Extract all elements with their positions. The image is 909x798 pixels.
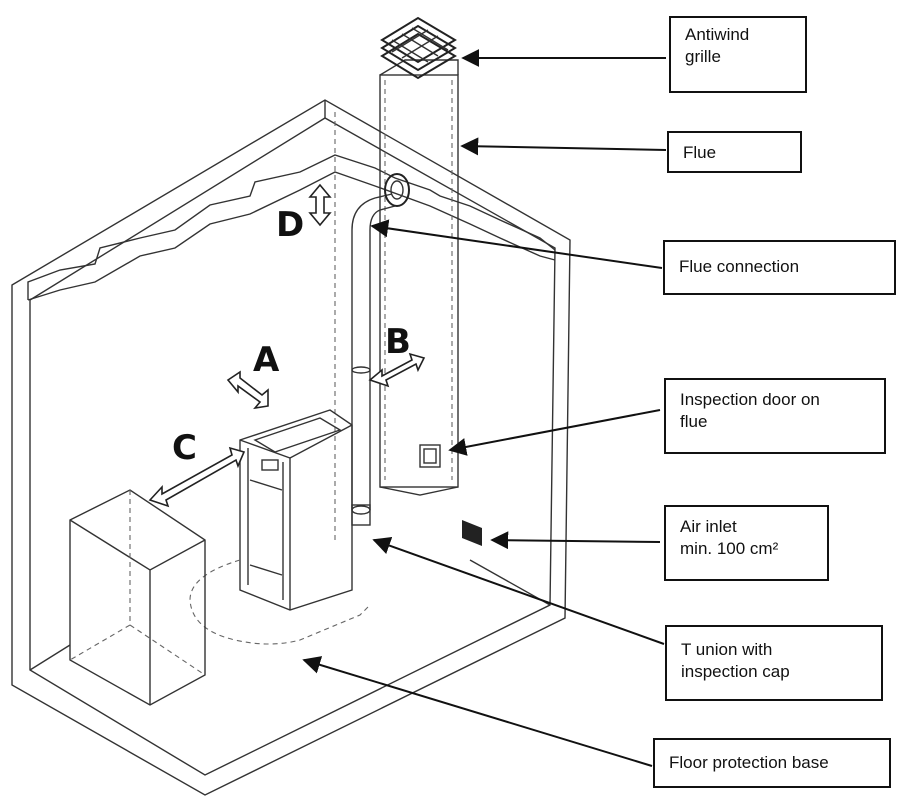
distance-arrow-c: [148, 446, 246, 508]
callout-arrows: [302, 49, 667, 767]
distance-arrow-d: [308, 183, 332, 227]
air-inlet-drawing: [462, 520, 482, 546]
inspection-door-drawing: [419, 444, 441, 468]
distance-label-a: A: [253, 340, 280, 380]
floor-protection-drawing: [189, 559, 371, 645]
wall-cutaway: [27, 154, 556, 300]
label-t-union: T union with inspection cap: [665, 625, 883, 701]
furniture-cabinet: [69, 489, 206, 706]
antiwind-grille-drawing: [380, 16, 457, 80]
distance-label-c: C: [172, 428, 197, 468]
label-flue: Flue: [667, 131, 802, 173]
distance-arrow-b: [368, 352, 426, 388]
label-inspection-door: Inspection door on flue: [664, 378, 886, 454]
distance-label-d: D: [276, 205, 305, 245]
distance-label-b: B: [385, 322, 411, 362]
distance-arrow-a: [226, 370, 269, 410]
stove: [239, 409, 353, 611]
label-air-inlet: Air inlet min. 100 cm²: [664, 505, 829, 581]
label-flue-connection: Flue connection: [663, 240, 896, 295]
flue-pipe: [351, 173, 410, 526]
label-antiwind-grille: Antiwind grille: [669, 16, 807, 93]
wall-cutaway-inner: [27, 171, 556, 301]
chimney: [379, 59, 459, 496]
label-floor-protection: Floor protection base: [653, 738, 891, 788]
